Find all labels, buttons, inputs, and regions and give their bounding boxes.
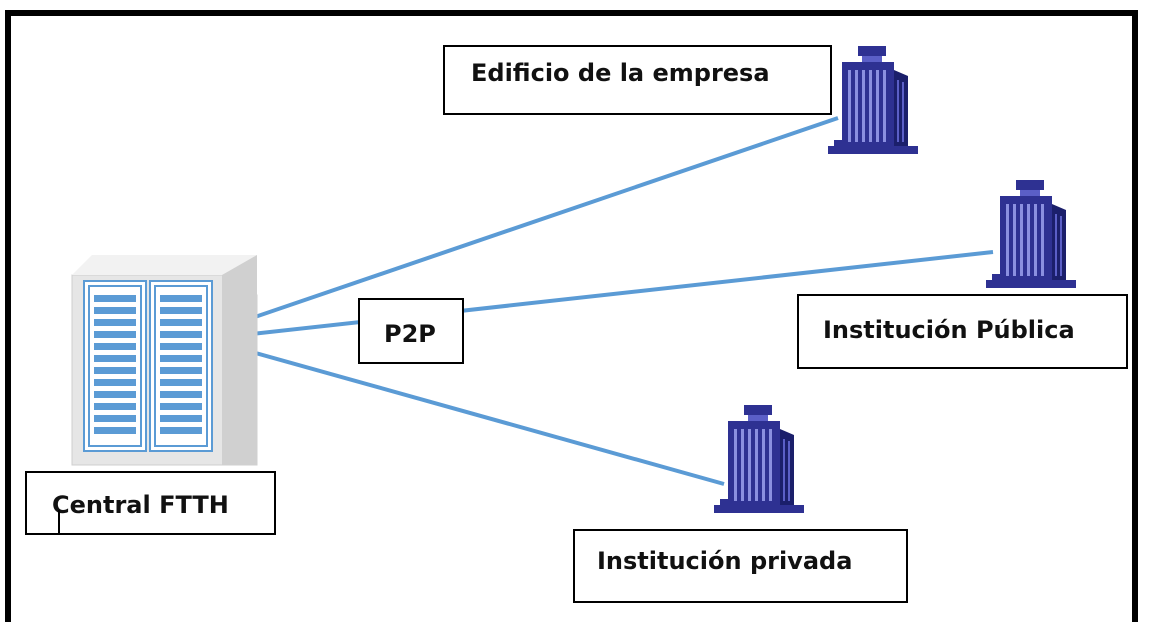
label-central-ftth: Central FTTH: [25, 471, 276, 535]
label-p2p: P2P: [358, 298, 464, 364]
label-text: Institución privada: [597, 547, 853, 575]
diagram-border: [5, 10, 1138, 622]
label-text: Edificio de la empresa: [471, 59, 770, 87]
label-text: P2P: [384, 320, 436, 348]
label-institucion-privada: Institución privada: [573, 529, 908, 603]
label-edificio-empresa: Edificio de la empresa: [443, 45, 832, 115]
link-to-privada: [251, 350, 725, 486]
office-building-icon: [986, 180, 1076, 288]
label-institucion-publica: Institución Pública: [797, 294, 1128, 369]
link-to-empresa: [251, 116, 839, 320]
label-text: Central FTTH: [52, 491, 229, 519]
office-building-icon: [714, 405, 804, 513]
label-text: Institución Pública: [823, 316, 1075, 344]
server-rack-icon: [71, 254, 258, 466]
text-cursor: [58, 510, 60, 534]
office-building-icon: [828, 46, 918, 154]
